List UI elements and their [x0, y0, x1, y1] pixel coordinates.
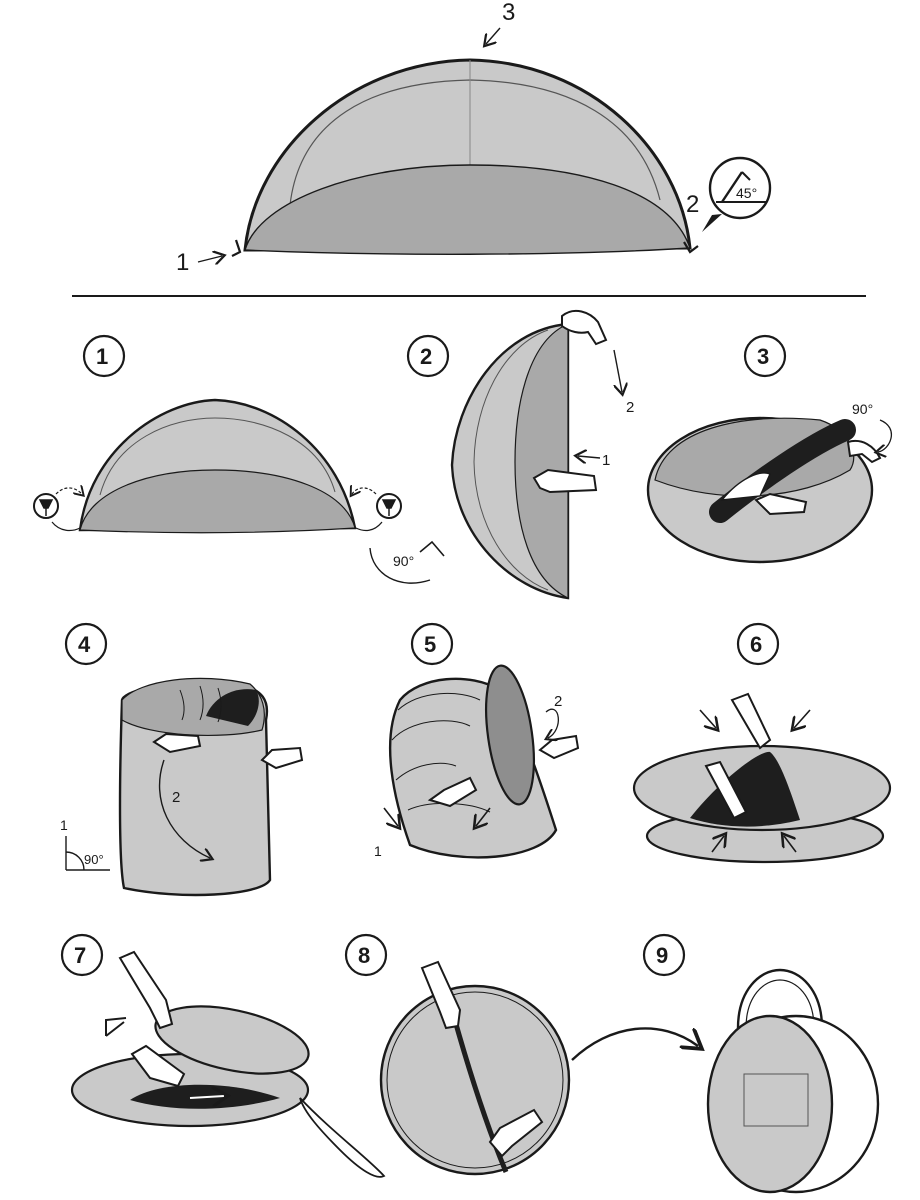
svg-text:9: 9 [656, 943, 668, 968]
step-8-to-9-arrow [571, 1027, 698, 1061]
step-3-illustration [646, 416, 892, 564]
step-1-badge: 1 [82, 334, 126, 378]
step-6-badge: 6 [736, 622, 780, 666]
step-4-illustration [65, 677, 304, 897]
step-9-illustration [706, 968, 880, 1194]
svg-text:3: 3 [757, 344, 769, 369]
assembled-tent [231, 58, 699, 257]
step-7-badge: 7 [60, 933, 104, 977]
step-2-illustration [450, 309, 622, 600]
svg-text:1: 1 [96, 344, 108, 369]
step-4-label-2: 2 [172, 789, 180, 806]
top-label-1: 1 [176, 249, 189, 276]
step-3-angle-label: 90° [852, 401, 873, 417]
step-5-badge: 5 [410, 622, 454, 666]
step-2-label-2: 2 [626, 399, 634, 416]
step-4-badge: 4 [64, 622, 108, 666]
step-9-badge: 9 [642, 933, 686, 977]
step-5-illustration [383, 664, 580, 859]
angle-label-45: 45° [736, 185, 757, 201]
step-2-badge: 2 [406, 334, 450, 378]
step-8-illustration [379, 960, 571, 1176]
step-6-illustration [632, 692, 892, 864]
svg-text:2: 2 [420, 344, 432, 369]
step-5-label-1: 1 [374, 843, 382, 859]
svg-text:6: 6 [750, 632, 762, 657]
step-4-angle-label: 90° [84, 852, 104, 867]
svg-text:5: 5 [424, 632, 436, 657]
angle-callout: 45° [702, 156, 772, 232]
svg-text:4: 4 [78, 632, 91, 657]
step-1-illustration [33, 398, 445, 584]
step-4-label-1: 1 [60, 817, 68, 833]
step-8-badge: 8 [344, 933, 388, 977]
svg-text:8: 8 [358, 943, 370, 968]
step-1-angle-label: 90° [393, 553, 414, 569]
step-7-illustration [70, 950, 386, 1178]
svg-text:7: 7 [74, 943, 86, 968]
top-label-3: 3 [502, 0, 515, 26]
step-3-badge: 3 [743, 334, 787, 378]
step-5-label-2: 2 [554, 693, 562, 710]
step-2-label-1: 1 [602, 452, 610, 469]
top-label-2: 2 [686, 191, 699, 218]
